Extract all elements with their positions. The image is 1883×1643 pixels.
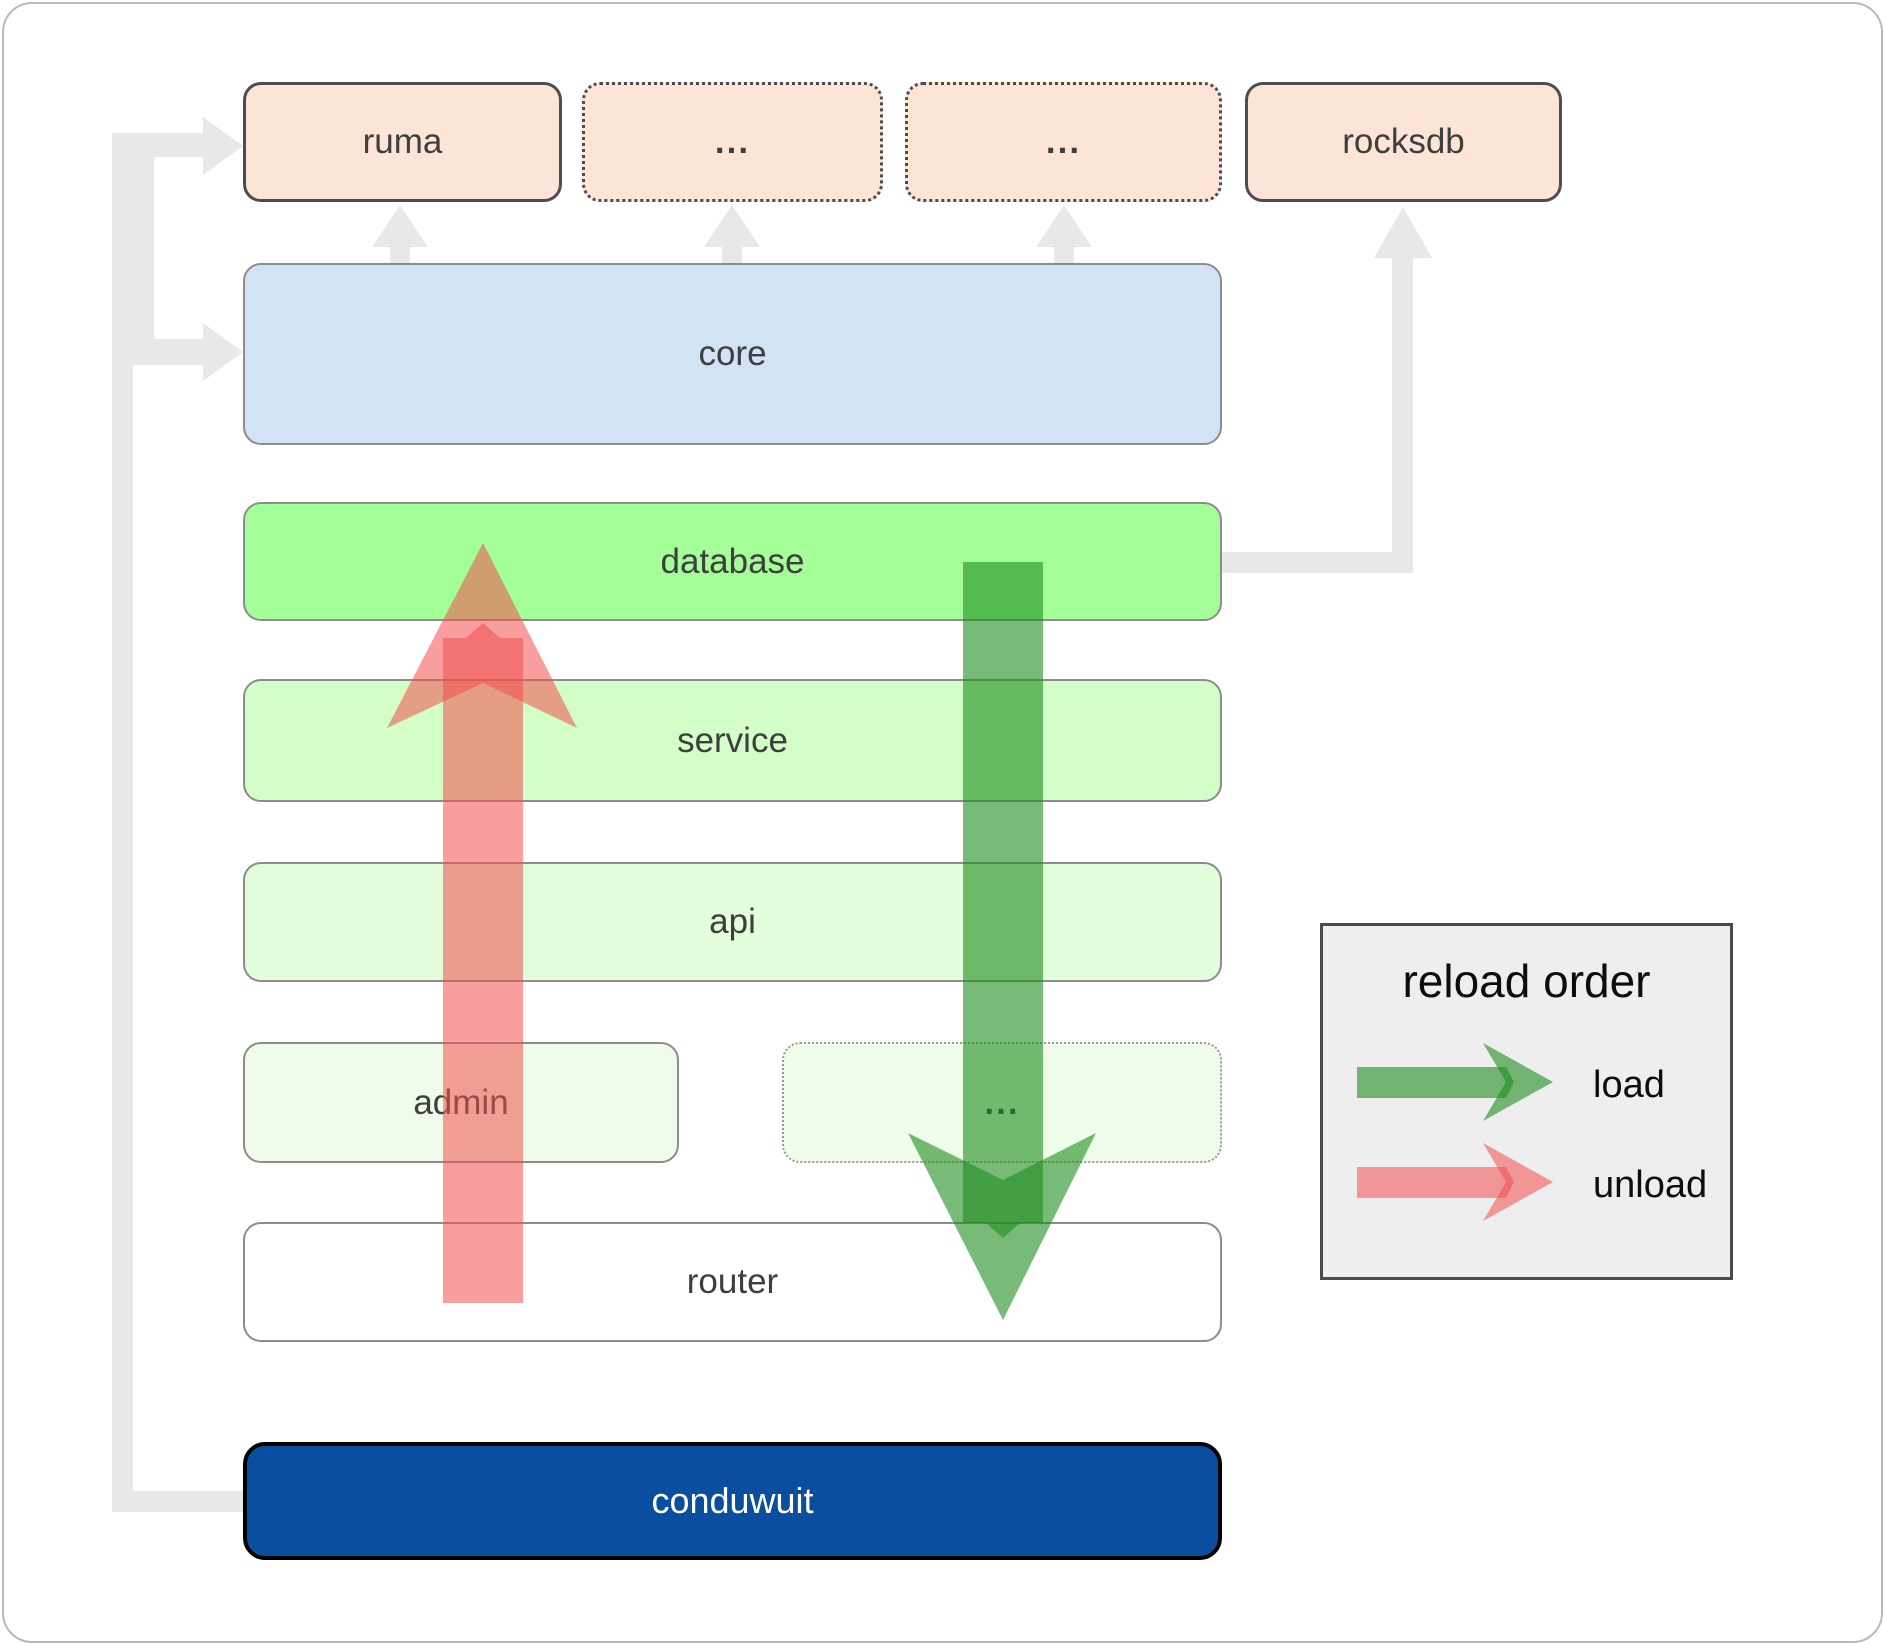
node-api: api xyxy=(243,862,1222,982)
legend-load-arrow-icon xyxy=(1357,1043,1553,1121)
database-to-rocksdb-connector xyxy=(1222,207,1432,573)
conduwuit-to-ruma-connector xyxy=(112,117,243,1512)
unload-arrowhead-icon xyxy=(387,543,577,728)
node-database-label: database xyxy=(660,541,805,581)
node-conduwuit: conduwuit xyxy=(243,1442,1222,1560)
node-ruma: ruma xyxy=(243,82,562,202)
core-to-dots1-arrowhead-icon xyxy=(704,205,760,247)
legend-title: reload order xyxy=(1402,955,1651,1007)
connector-rocksdb-horizontal xyxy=(1222,552,1413,573)
node-core-label: core xyxy=(698,334,767,373)
unload-arrow-up xyxy=(387,543,577,1303)
node-service-label: service xyxy=(677,720,788,760)
node-rocksdb: rocksdb xyxy=(1245,82,1562,202)
legend-label-unload: unload xyxy=(1593,1164,1708,1206)
node-conduwuit-label: conduwuit xyxy=(651,1480,814,1521)
node-router: router xyxy=(243,1222,1222,1342)
node-rocksdb-label: rocksdb xyxy=(1342,122,1465,161)
node-api-label: api xyxy=(709,902,756,941)
connector-bottom-segment xyxy=(112,1491,243,1512)
connector-trunk-line xyxy=(112,133,133,1512)
node-ellipsis-2-label: ... xyxy=(1045,122,1082,161)
legend-unload-arrow-icon xyxy=(1357,1143,1553,1221)
node-database: database xyxy=(243,502,1222,621)
node-core: core xyxy=(243,263,1222,445)
legend-label-load: load xyxy=(1593,1064,1665,1106)
unload-arrow-shaft xyxy=(443,623,523,1303)
load-arrow-down xyxy=(908,562,1096,1320)
legend-load-arrow-shaft xyxy=(1357,1067,1514,1098)
legend-reload-order: reload order load unload xyxy=(1320,923,1733,1280)
connector-core-vertical xyxy=(133,133,154,352)
core-to-dots2-shaft xyxy=(1054,247,1074,265)
core-to-ruma-shaft xyxy=(390,247,410,265)
legend-load-arrowhead-icon xyxy=(1483,1043,1553,1121)
conduwuit-to-core-connector xyxy=(133,133,243,381)
load-arrowhead-icon xyxy=(908,1133,1096,1320)
connector-rocksdb-vertical xyxy=(1392,257,1413,573)
load-arrow-shaft xyxy=(963,562,1043,1238)
core-to-dots2-arrowhead-icon xyxy=(1036,205,1092,247)
legend-unload-arrow-shaft xyxy=(1357,1167,1514,1198)
core-to-ruma-arrowhead-icon xyxy=(372,205,428,247)
arrowhead-into-ruma-icon xyxy=(203,117,243,175)
legend-unload-arrowhead-icon xyxy=(1483,1143,1553,1221)
connector-core-segment xyxy=(133,339,203,365)
connector-ruma-segment xyxy=(112,133,203,157)
node-ellipsis-1-label: ... xyxy=(714,122,751,161)
node-ellipsis-1: ... xyxy=(582,82,883,202)
node-ellipsis-2: ... xyxy=(905,82,1222,202)
node-router-label: router xyxy=(686,1262,779,1301)
arrowhead-into-rocksdb-icon xyxy=(1374,207,1432,258)
node-ruma-label: ruma xyxy=(362,122,443,161)
arrowhead-into-core-icon xyxy=(203,323,243,381)
core-to-dots1-shaft xyxy=(722,247,742,265)
core-to-top-row-arrows xyxy=(372,205,1092,265)
